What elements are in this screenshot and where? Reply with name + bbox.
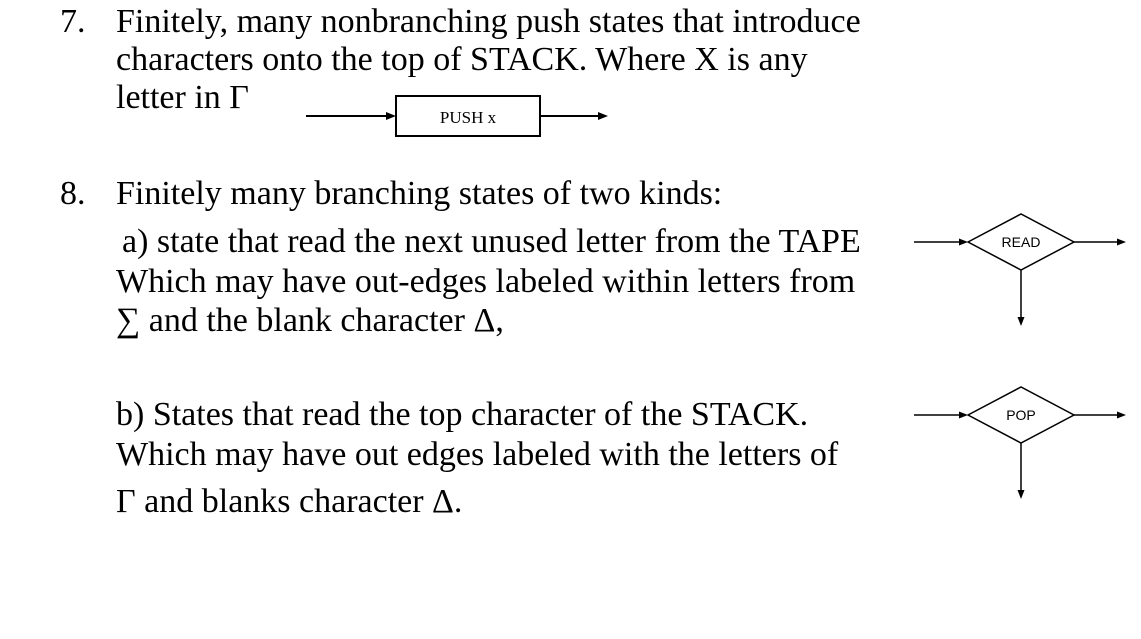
- read-out-arrowhead-right: [1117, 238, 1126, 246]
- item-8-heading: Finitely many branching states of two ki…: [116, 175, 723, 212]
- pop-out-arrowhead-right: [1117, 411, 1126, 419]
- push-out-arrowhead: [598, 112, 608, 120]
- item-8b-line-3: Γ and blanks character Δ.: [116, 483, 463, 520]
- push-in-arrowhead: [386, 112, 396, 120]
- read-state-diagram: READ: [914, 213, 1126, 326]
- item-8-number: 8.: [60, 175, 86, 212]
- item-7-line-2: characters onto the top of STACK. Where …: [116, 41, 808, 78]
- pop-state-label: POP: [1006, 407, 1036, 423]
- item-8a-line-1: a) state that read the next unused lette…: [122, 223, 861, 260]
- item-8a-line-2: Which may have out-edges labeled within …: [116, 263, 856, 300]
- item-8b-line-2: Which may have out edges labeled with th…: [116, 436, 839, 473]
- pop-out-arrowhead-down: [1017, 490, 1025, 499]
- pop-state-diagram: POP: [914, 386, 1126, 499]
- item-7-line-1: Finitely, many nonbranching push states …: [116, 3, 861, 40]
- item-8b-line-1: b) States that read the top character of…: [116, 396, 809, 433]
- item-7-number: 7.: [60, 3, 86, 40]
- item-8a-line-3: ∑ and the blank character Δ,: [116, 302, 504, 339]
- read-in-arrowhead: [959, 238, 968, 246]
- read-state-label: READ: [1002, 234, 1041, 250]
- item-7-line-3: letter in Γ: [116, 79, 249, 116]
- pop-in-arrowhead: [959, 411, 968, 419]
- push-state-label: PUSH x: [440, 108, 497, 127]
- read-out-arrowhead-down: [1017, 317, 1025, 326]
- push-state-diagram: PUSH x: [306, 95, 608, 137]
